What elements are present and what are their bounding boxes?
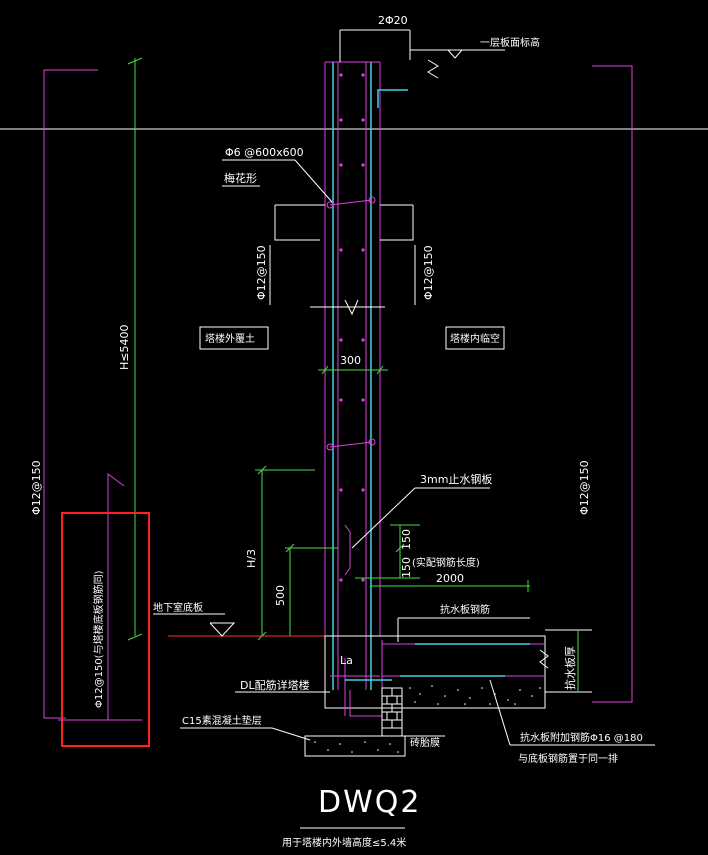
top-bent-bar [377,89,408,108]
drawing-subtitle: 用于塔楼内外墙高度≤5.4米 [282,836,406,849]
dim-2000-label: 2000 [436,572,464,585]
height-limit-label: H≤5400 [118,325,131,370]
dim-500-label: 500 [274,585,287,606]
boxed-note-label: Φ12@150(与塔楼底板钢筋同) [92,570,105,708]
break-line [310,299,385,316]
waterstop-label: 3mm止水钢板 [420,472,492,486]
basement-floor-label: 地下室底板 [153,601,203,614]
tie-spec-label: Φ6 @600x600 [225,146,304,159]
left-outer-bracket [43,69,98,719]
inside-space-label: 塔楼内临空 [450,332,500,345]
left-inner-bracket [107,473,125,720]
right-outer-bracket [592,65,633,703]
beam-note-label: DL配筋详塔楼 [240,678,310,692]
left-bar-label: Φ12@150 [255,245,268,300]
outside-soil-box [199,326,269,350]
dim-150-lower-label: 150 [400,557,413,578]
floor-level-label: 一层板面标高 [480,36,540,49]
cushion-label: C15素混凝土垫层 [182,714,262,727]
raft-rebar-label: 抗水板钢筋 [440,603,490,616]
cushion-layer [304,735,406,757]
tie-pattern-label: 梅花形 [224,171,257,185]
floor-break [410,49,505,79]
right-bar-label: Φ12@150 [422,245,435,300]
brick-mold-label: 砖胎膜 [410,736,440,749]
wall-ties [326,196,376,451]
rebar-length-note: (实配钢筋长度) [412,556,480,569]
brick-mold [381,687,403,737]
inside-space-box [445,326,505,350]
drawing-title: DWQ2 [318,785,421,820]
foundation-beam [324,617,546,717]
far-left-bar-label: Φ12@150 [30,460,43,515]
rebar-dots [339,73,365,582]
waterstop-plate [344,524,351,576]
wall-thickness-label: 300 [340,354,361,367]
la-label: La [340,654,353,667]
outside-soil-label: 塔楼外覆土 [205,332,255,345]
top-bars-label: 2Φ20 [378,14,408,27]
raft-thickness-label: 抗水板厚 [563,646,577,690]
highlight-box [61,512,150,747]
far-right-bar-label: Φ12@150 [578,460,591,515]
added-bar-label: 抗水板附加钢筋Φ16 @180 [520,731,643,744]
h-third-label: H/3 [245,549,258,568]
dim-150-upper-label: 150 [400,529,413,550]
added-bar-note: 与底板钢筋置于同一排 [518,752,618,765]
